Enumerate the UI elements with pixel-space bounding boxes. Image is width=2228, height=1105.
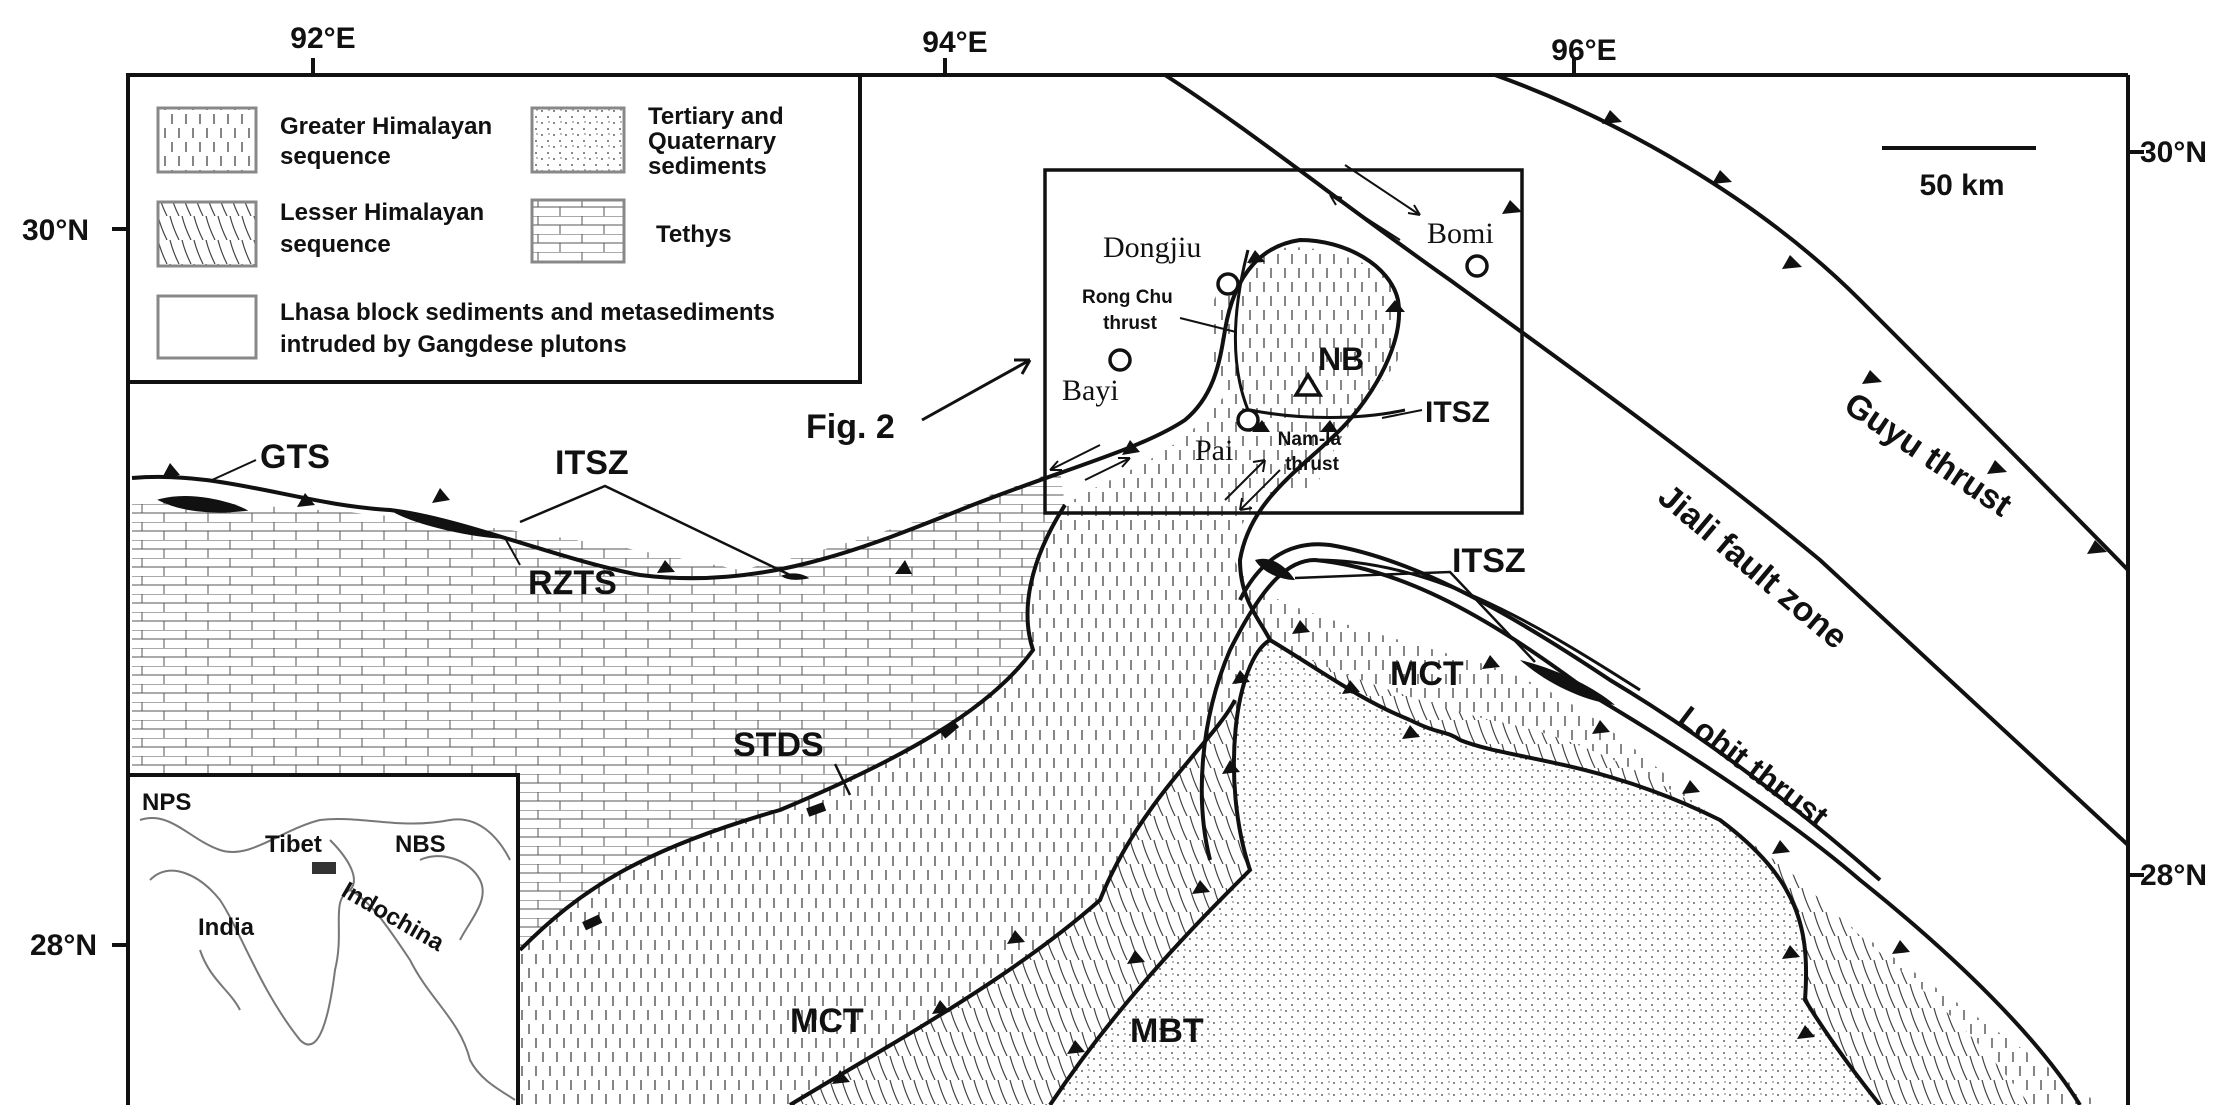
scale-bar-label: 50 km xyxy=(1919,169,2004,202)
legend-swatch-lhasa xyxy=(156,294,258,360)
gts-lens xyxy=(157,496,249,513)
lohit-thrust-line xyxy=(1314,558,1641,692)
place-markers xyxy=(1108,254,1489,432)
place-labels: Dongjiu Bomi Bayi Pai NB xyxy=(1062,217,1494,467)
tertiary-quaternary-unit xyxy=(1050,640,1880,1105)
nam-la-label: Nam-la thrust xyxy=(1278,429,1347,475)
bomi-label: Bomi xyxy=(1427,217,1494,250)
fault-lines xyxy=(131,73,2130,1105)
lat-30-left-label: 30°N xyxy=(22,214,89,247)
scale-bar: 50 km xyxy=(1882,146,2036,202)
legend-swatch-tertiary xyxy=(530,106,626,174)
mct-south-label: MCT xyxy=(790,1002,864,1040)
fig2-box xyxy=(1043,168,1524,515)
shear-arrows xyxy=(921,164,1421,511)
inset-label-india: India xyxy=(198,914,255,941)
legend-label-tethys: Tethys xyxy=(656,221,732,248)
guyu-thrust-line xyxy=(1494,73,2130,572)
nb-triangle-icon xyxy=(1292,371,1324,397)
rzts-label: RZTS xyxy=(528,564,617,602)
fig2-label: Fig. 2 xyxy=(806,408,895,446)
bomi-marker xyxy=(1465,254,1489,278)
stds-line xyxy=(518,503,1067,952)
itsz-box-label: ITSZ xyxy=(1425,396,1490,429)
pai-label: Pai xyxy=(1195,434,1233,467)
fig2-arrow xyxy=(921,358,1032,422)
lat-30-right-label: 30°N xyxy=(2140,136,2207,169)
mct-south-line xyxy=(788,699,1237,1105)
legend-label-tertiary: Tertiary and Quaternary sediments xyxy=(648,103,790,180)
mct-east-line xyxy=(1199,557,2082,1105)
itsz-east-label: ITSZ xyxy=(1452,542,1526,580)
legend-label-greater-himalayan: Greater Himalayan sequence xyxy=(280,113,499,170)
bayi-label: Bayi xyxy=(1062,374,1119,407)
inset-map: NPS Tibet NBS India Indochina xyxy=(126,773,520,1105)
lon-92-label: 92°E xyxy=(290,22,355,55)
pai-marker xyxy=(1236,408,1260,432)
inset-label-tibet: Tibet xyxy=(265,831,322,858)
lon-96-label: 96°E xyxy=(1551,34,1616,67)
gts-label: GTS xyxy=(260,438,330,476)
jiali-fault-line xyxy=(1163,73,2130,847)
mbt-label: MBT xyxy=(1130,1012,1204,1050)
rong-chu-label: Rong Chu thrust xyxy=(1082,287,1178,334)
thrust-teeth xyxy=(162,110,2107,1084)
coordinate-labels: 92°E 94°E 96°E 30°N 28°N 30°N 28°N xyxy=(22,22,2207,962)
legend-label-lesser-himalayan: Lesser Himalayan sequence xyxy=(280,199,491,258)
inset-label-nps: NPS xyxy=(142,789,191,816)
lon-94-label: 94°E xyxy=(922,26,987,59)
nam-la-thrust-line xyxy=(1249,408,1406,419)
itsz-west-label: ITSZ xyxy=(555,444,629,482)
legend-swatch-tethys xyxy=(530,198,626,264)
legend-swatch-lesser-himalayan xyxy=(156,200,258,268)
mct-inner-line xyxy=(1238,542,1882,882)
legend: Greater Himalayan sequence Tertiary and … xyxy=(126,73,862,384)
itsz-lenses xyxy=(1255,558,1615,705)
legend-swatch-greater-himalayan xyxy=(156,106,258,174)
lat-28-left-label: 28°N xyxy=(30,929,97,962)
nb-label: NB xyxy=(1318,341,1364,377)
inset-frame xyxy=(126,773,520,1105)
bayi-marker xyxy=(1108,348,1132,372)
mct-east-label: MCT xyxy=(1390,655,1464,693)
dongjiu-label: Dongjiu xyxy=(1103,231,1201,264)
lat-28-right-label: 28°N xyxy=(2140,859,2207,892)
legend-label-lhasa: Lhasa block sediments and metasediments … xyxy=(280,299,782,358)
guyu-thrust-label: Guyu thrust xyxy=(1838,385,2019,524)
rong-chu-thrust-line xyxy=(1233,249,1250,411)
stds-label: STDS xyxy=(733,726,824,764)
normal-fault-blocks xyxy=(582,720,960,931)
inset-label-nbs: NBS xyxy=(395,831,446,858)
frontal-thrust-line xyxy=(1409,718,1882,1105)
dongjiu-marker xyxy=(1216,272,1240,296)
inset-study-area xyxy=(312,862,336,874)
